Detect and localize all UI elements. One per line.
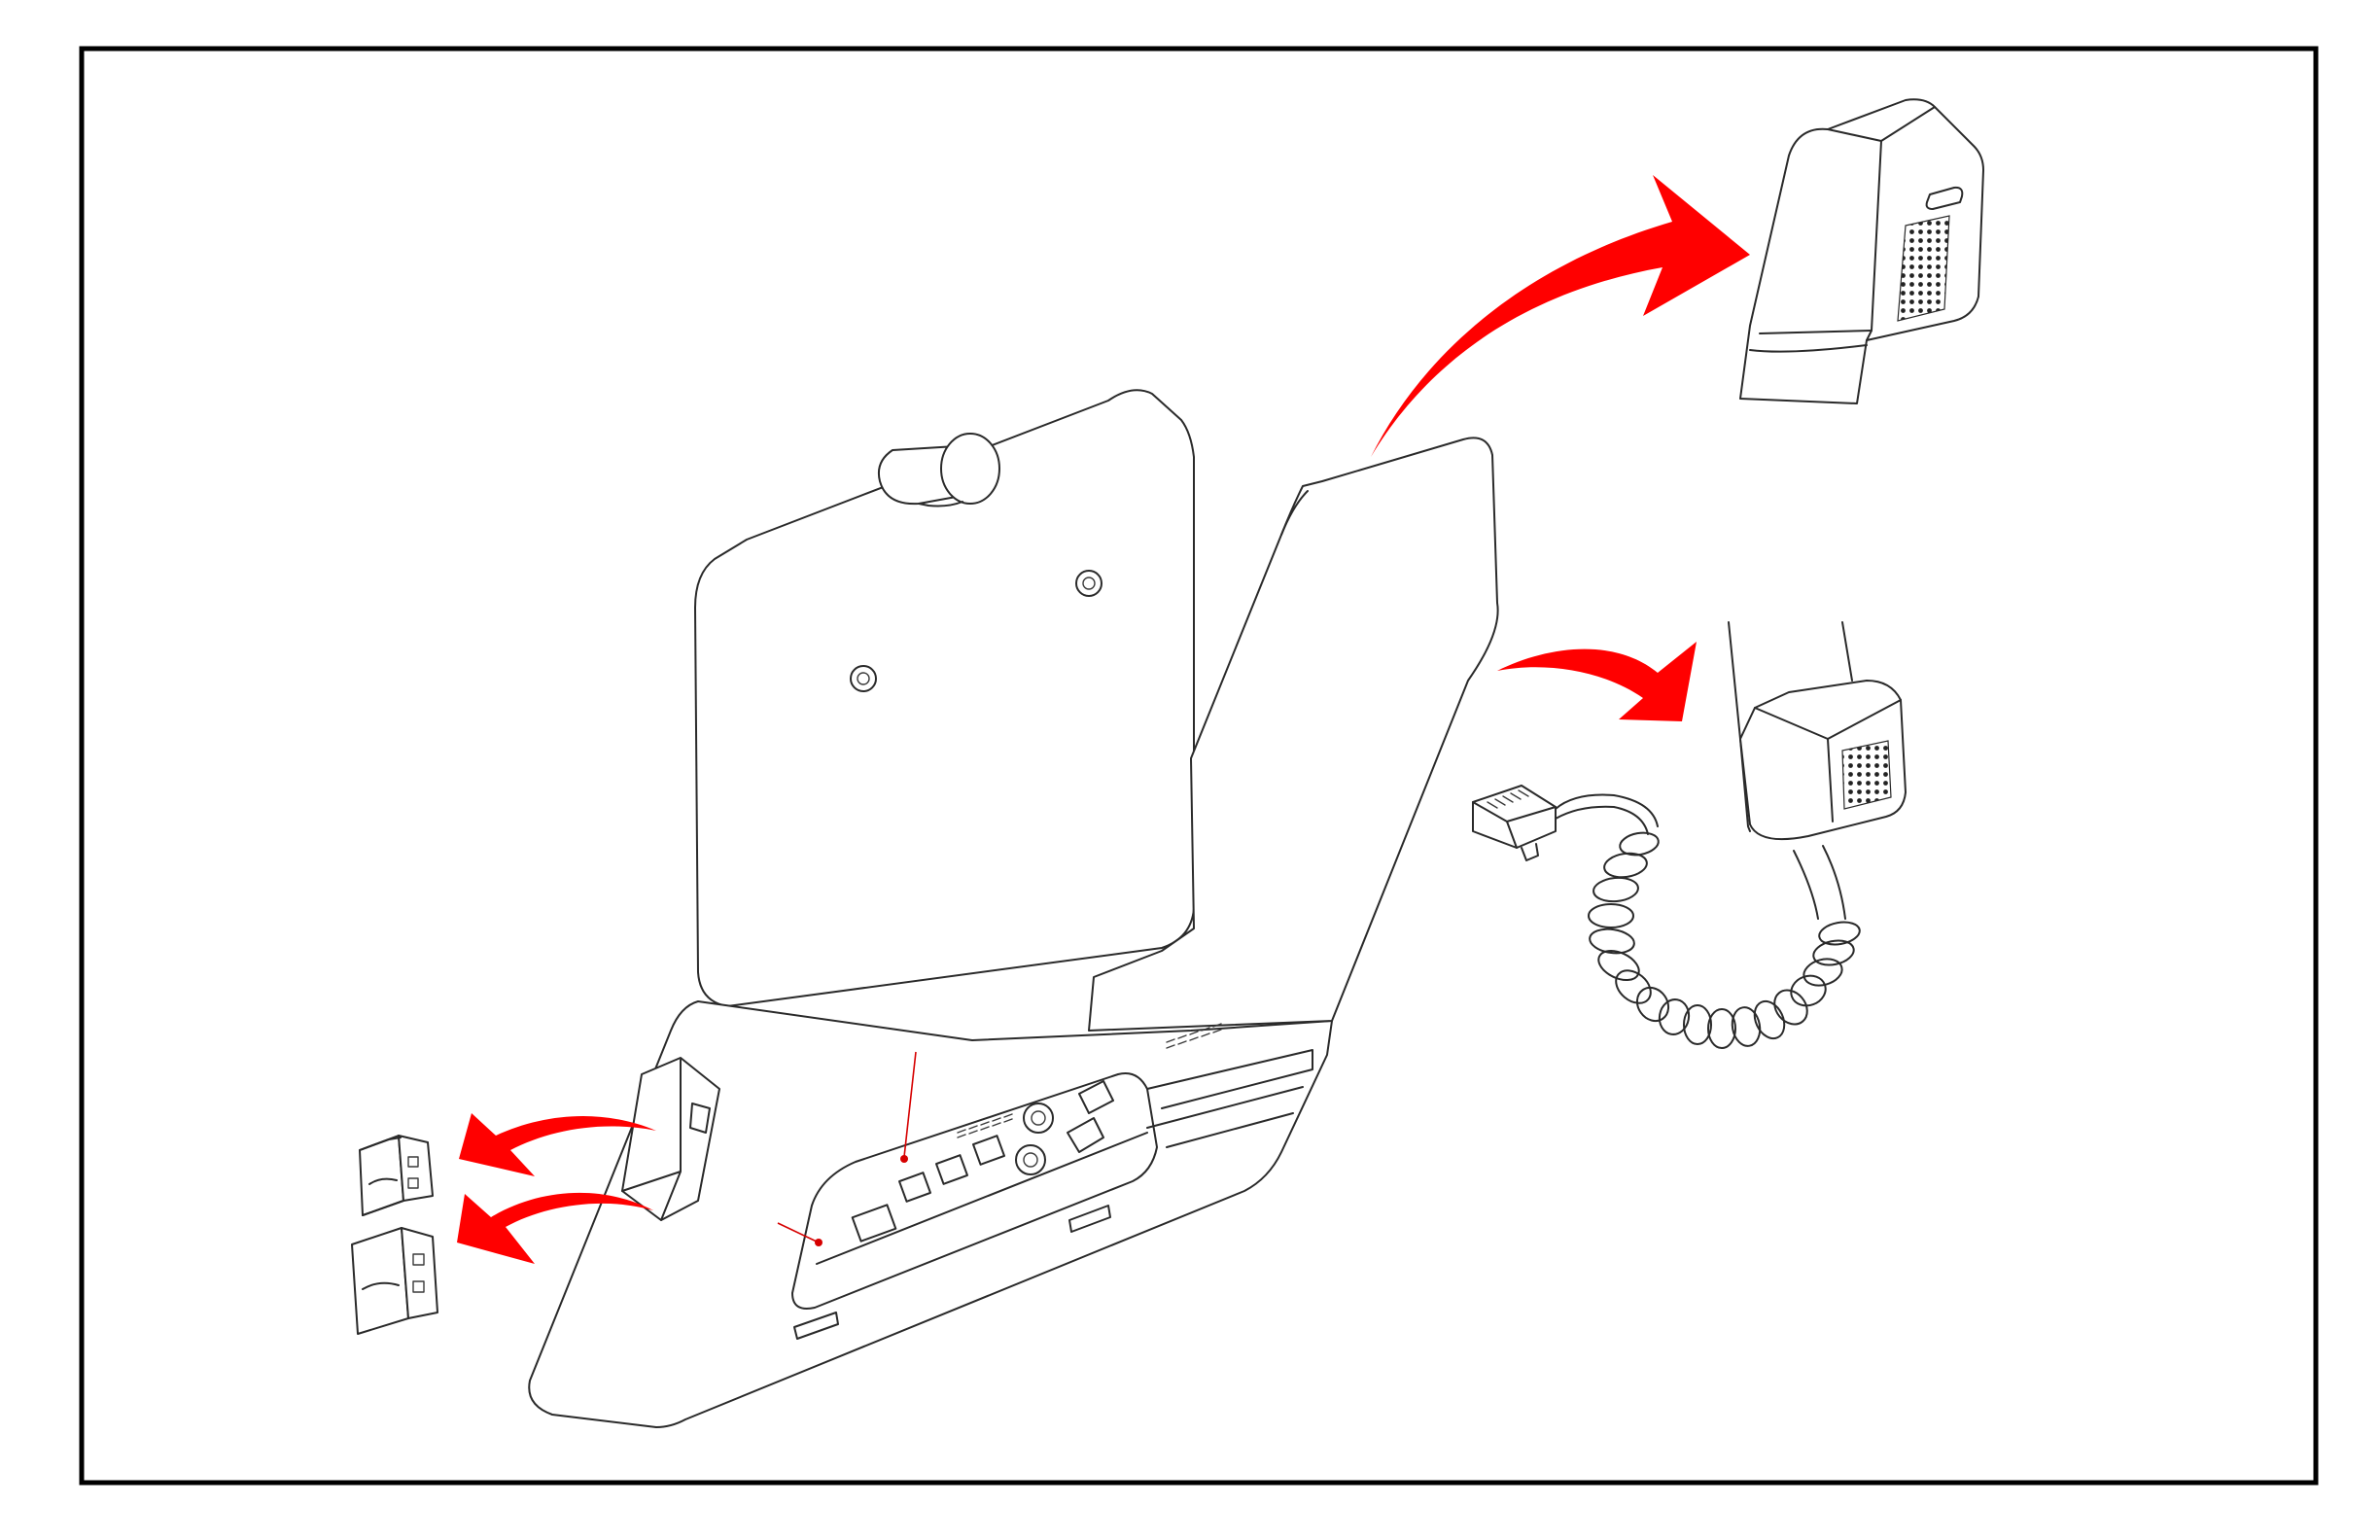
upper-handset [1740,99,1983,403]
usb-dongle [352,1228,438,1334]
lower-handset [1729,622,1906,919]
camera-icon [879,434,999,507]
arrow-to-lower-handset [1497,642,1697,721]
base-station [529,390,1497,1427]
speaker-grille [1898,216,1949,321]
speaker-grille [1842,741,1891,809]
arrow-to-upper-handset [1371,175,1750,457]
usb-dongle [360,1136,433,1215]
rj-connector [1473,786,1556,860]
